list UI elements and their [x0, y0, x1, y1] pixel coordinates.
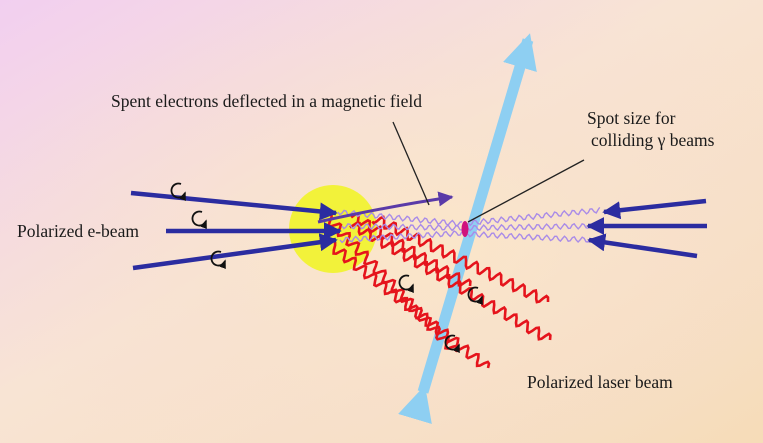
polarized-laser-label: Polarized laser beam — [527, 372, 673, 392]
gamma-beam-right-3 — [467, 231, 591, 244]
polarization-icon-laser-1 — [398, 274, 414, 294]
gamma-beam-left-2 — [341, 222, 463, 232]
polarization-icon-laser-2 — [467, 286, 483, 306]
spent-electrons-leader — [392, 121, 430, 206]
polarization-icon-ebeam-2 — [191, 210, 207, 230]
polarization-icon-ebeam-3 — [210, 250, 226, 270]
electron-beam-upper — [130, 190, 338, 221]
right-beam-lower — [587, 233, 698, 259]
polarization-icons — [170, 182, 483, 354]
laser-beam-4 — [371, 215, 550, 304]
right-beam-upper — [602, 198, 707, 220]
gamma-beams — [337, 207, 601, 244]
laser-beam-5 — [350, 212, 472, 287]
electron-beam-lower — [132, 233, 338, 271]
gamma-beam-left-3 — [339, 230, 463, 244]
polarization-icon-laser-3 — [444, 334, 460, 354]
gamma-beam-right-2 — [467, 222, 589, 232]
gamma-beam-left-1 — [337, 209, 463, 227]
laser-beam-2 — [332, 242, 491, 369]
laser-beam-3 — [349, 221, 552, 341]
spot-size-label-line1: Spot size for — [587, 108, 676, 128]
polarization-icon-ebeam-1 — [170, 182, 186, 202]
spent-electrons-label: Spent electrons deflected in a magnetic … — [111, 91, 422, 111]
gamma-beam-right-1 — [467, 207, 601, 227]
spent-electron-trajectory — [317, 191, 454, 224]
spot-size-leader — [467, 159, 585, 223]
polarized-ebeam-label: Polarized e-beam — [17, 221, 139, 241]
spot-size-label-line2: colliding γ beams — [591, 130, 715, 150]
collision-spot — [461, 221, 469, 237]
laser-beams — [327, 212, 552, 369]
